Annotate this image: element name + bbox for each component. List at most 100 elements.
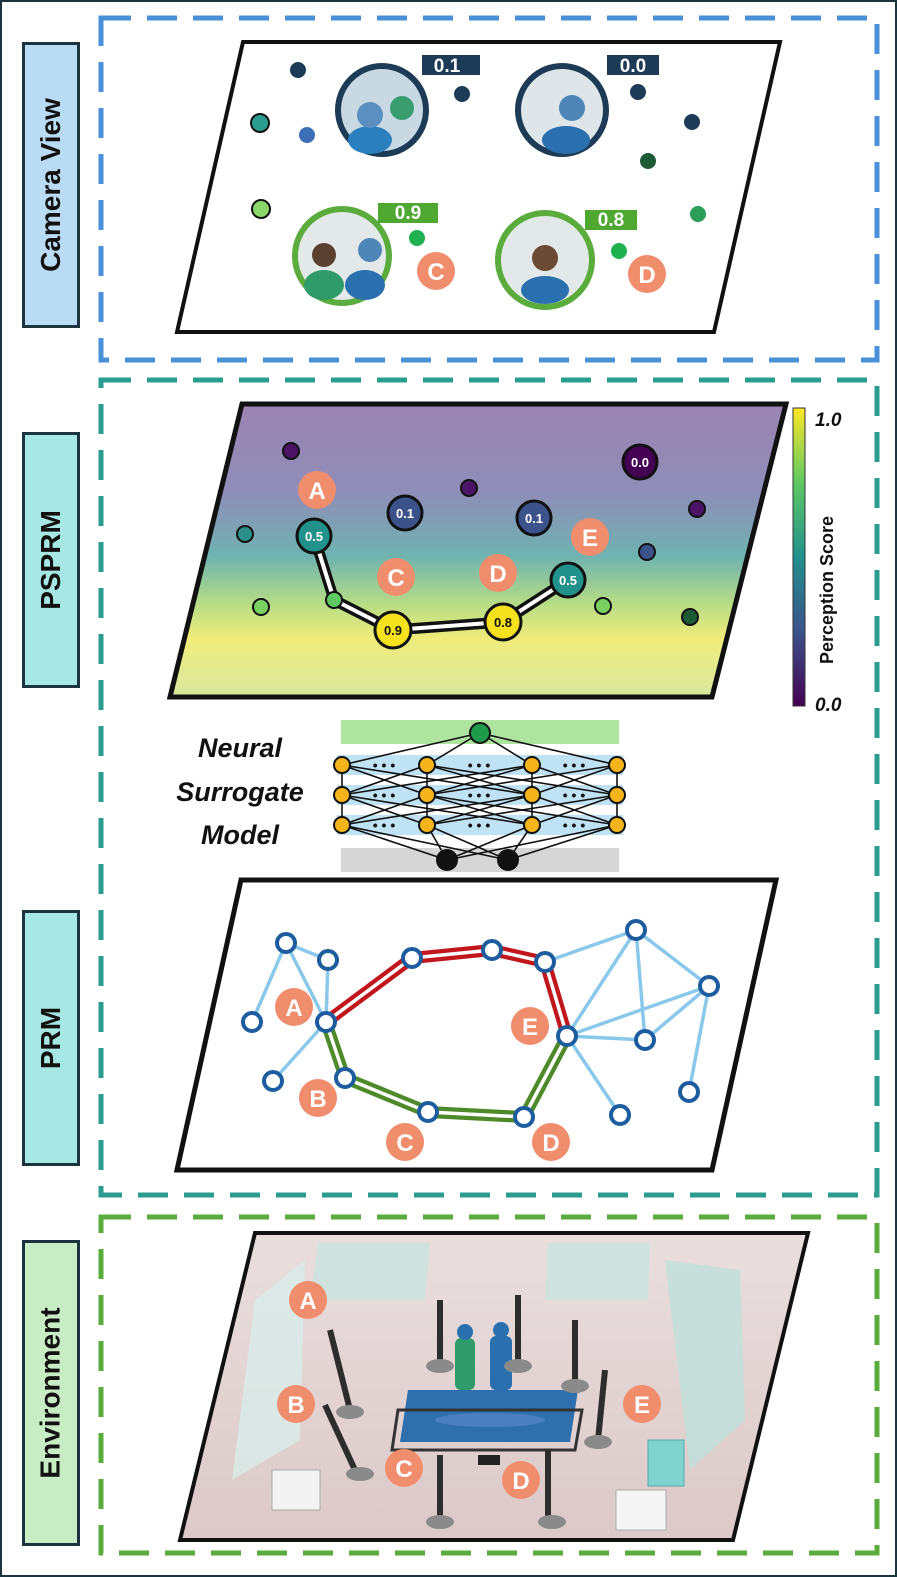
environment-label: Environment	[22, 1240, 80, 1546]
hidden-layer-bar	[337, 755, 623, 775]
marker-c-label: C	[427, 259, 444, 286]
psprm-node-score: 0.1	[525, 511, 543, 526]
marker-b-label: B	[309, 1086, 326, 1113]
person-icon	[521, 276, 569, 304]
prm-node	[241, 1011, 263, 1033]
hidden-neuron	[418, 816, 436, 834]
marker-e	[571, 518, 609, 556]
stand-base	[538, 1515, 566, 1529]
camera-dot	[299, 127, 315, 143]
ellipsis-dots: • • •	[373, 787, 396, 803]
hidden-layer-bar	[337, 785, 623, 805]
hidden-neuron	[418, 756, 436, 774]
psprm-scored-node	[515, 499, 553, 537]
marker-a-label: A	[308, 478, 325, 505]
psprm-scored-node	[295, 517, 333, 555]
person-icon	[542, 126, 590, 154]
medical-cart	[271, 1469, 321, 1511]
stand-base	[336, 1405, 364, 1419]
prm-label: PRM	[22, 910, 80, 1166]
camera-score: 0.0	[620, 56, 646, 77]
bed-frame	[390, 1408, 584, 1452]
surrogate-title-line3: Model	[201, 820, 279, 850]
psprm-scored-node	[621, 443, 659, 481]
prm-panel	[173, 877, 780, 1173]
prm-nodes	[241, 919, 720, 1128]
marker-e-label: E	[582, 525, 598, 552]
wall-partition	[665, 1260, 745, 1470]
prm-node	[513, 1106, 535, 1128]
marker-b-label: B	[287, 1392, 304, 1419]
marker-b	[299, 1079, 337, 1117]
marker-c	[377, 558, 415, 596]
psprm-scored-node	[373, 610, 413, 650]
marker-a	[289, 1281, 327, 1319]
wall-partition	[232, 1260, 305, 1480]
camera-score: 0.8	[598, 210, 624, 231]
prm-node	[317, 949, 339, 971]
camera-dot	[690, 206, 706, 222]
hidden-neuron	[333, 786, 351, 804]
camera-dot	[640, 153, 656, 169]
camera-view-3: 0.9	[292, 203, 438, 306]
camera-dot	[611, 243, 627, 259]
person-head-icon	[358, 238, 382, 262]
hidden-neuron	[523, 816, 541, 834]
input-neuron	[497, 849, 519, 871]
stand-base	[426, 1515, 454, 1529]
prm-node	[609, 1104, 631, 1126]
ellipsis-dots: • • •	[468, 757, 491, 773]
marker-a-label: A	[285, 995, 302, 1022]
marker-d	[502, 1461, 540, 1499]
prm-node	[698, 975, 720, 997]
medical-cabinet	[647, 1439, 685, 1487]
marker-d	[628, 255, 666, 293]
stand-base	[346, 1467, 374, 1481]
staff-figure	[455, 1338, 475, 1390]
marker-c	[417, 252, 455, 290]
ellipsis-dots: • • •	[563, 757, 586, 773]
prm-node	[556, 1025, 578, 1047]
surrogate-title-line2: Surrogate	[176, 777, 304, 807]
camera-score-tag-bg	[607, 55, 659, 75]
psprm-node	[282, 442, 300, 460]
marker-e	[623, 1385, 661, 1423]
camera-score-tag-bg	[422, 55, 480, 75]
psprm-node	[460, 479, 478, 497]
psprm-node	[594, 597, 612, 615]
hidden-neuron	[418, 786, 436, 804]
psprm-heatmap	[166, 401, 790, 700]
person-icon	[304, 270, 344, 300]
marker-c-label: C	[396, 1130, 413, 1157]
hidden-neuron	[333, 816, 351, 834]
marker-d	[532, 1123, 570, 1161]
person-icon	[348, 126, 392, 154]
marker-e-label: E	[634, 1392, 650, 1419]
person-head-icon	[357, 102, 383, 128]
prm-node	[678, 1081, 700, 1103]
psprm-node	[688, 500, 706, 518]
marker-d-label: D	[542, 1130, 559, 1157]
marker-d-label: D	[512, 1468, 529, 1495]
camera-dot	[454, 86, 470, 102]
camera-view-panel	[174, 40, 783, 334]
camera-dot	[409, 230, 425, 246]
hidden-neuron	[333, 756, 351, 774]
camera-stand	[322, 1403, 358, 1472]
neural-network-diagram: • • • • • • • • • • • • • • • • • • • • …	[333, 720, 626, 872]
staff-head	[493, 1322, 509, 1338]
prm-node	[334, 1067, 356, 1089]
stand-base	[584, 1435, 612, 1449]
marker-e	[511, 1007, 549, 1045]
floor-pedal	[478, 1455, 500, 1465]
camera-score-tag-bg	[585, 210, 637, 230]
prm-node	[315, 1011, 337, 1033]
marker-c	[386, 1123, 424, 1161]
psprm-node-score: 0.9	[384, 623, 402, 638]
camera-dot	[684, 114, 700, 130]
hidden-neuron	[523, 786, 541, 804]
marker-d	[479, 554, 517, 592]
camera-stand	[327, 1329, 353, 1411]
marker-d-label: D	[489, 561, 506, 588]
